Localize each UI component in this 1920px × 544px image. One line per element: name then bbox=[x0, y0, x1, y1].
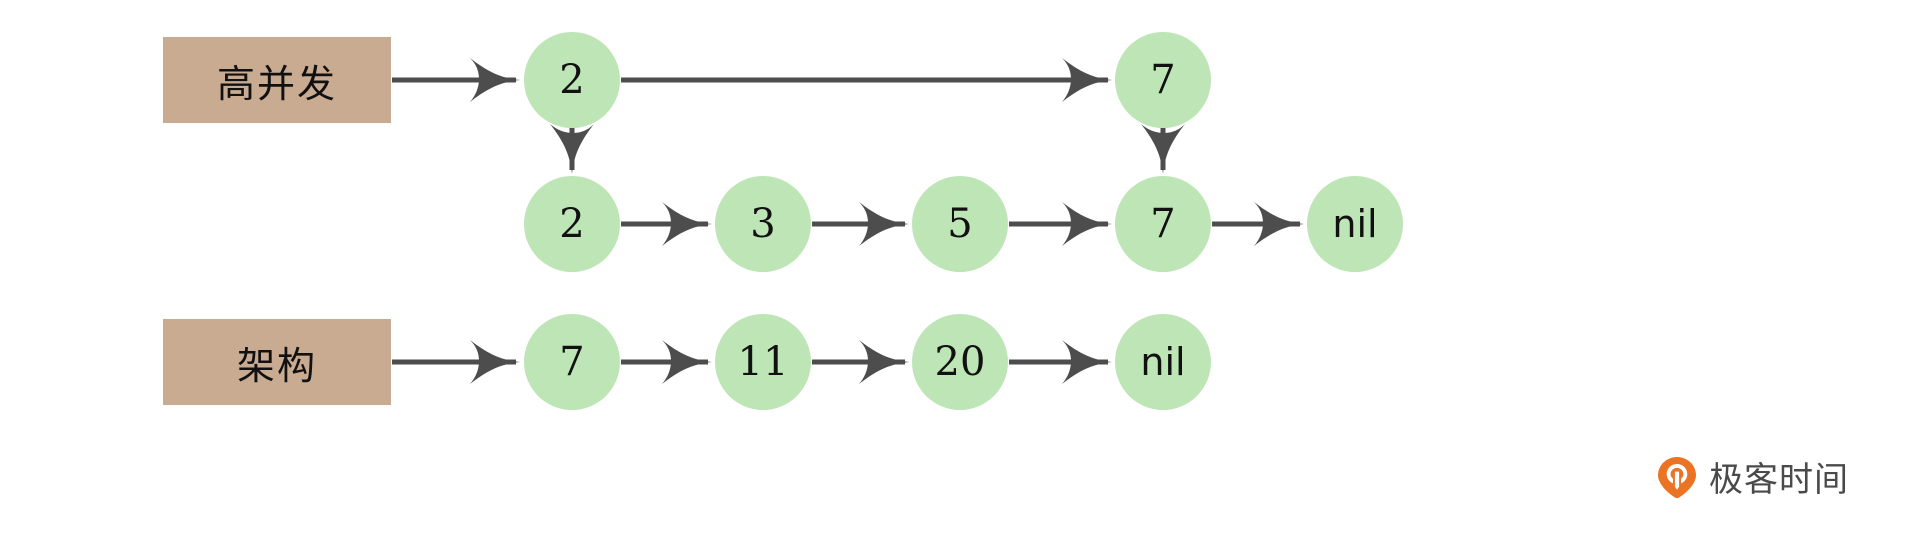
node-top-7: 7 bbox=[1115, 32, 1211, 128]
node-label: nil bbox=[1140, 340, 1186, 384]
node-label: 2 bbox=[559, 201, 585, 247]
node-bot-7: 7 bbox=[524, 314, 620, 410]
label-box-high-concurrency: 高并发 bbox=[163, 37, 391, 123]
label-box-text: 架构 bbox=[236, 343, 317, 388]
node-label: 3 bbox=[750, 201, 776, 247]
node-top-2: 2 bbox=[524, 32, 620, 128]
watermark: 极客时间 bbox=[1655, 452, 1849, 501]
node-label: 2 bbox=[559, 57, 585, 103]
node-bot-11: 11 bbox=[715, 314, 811, 410]
node-label: 11 bbox=[737, 339, 789, 385]
node-mid-3: 3 bbox=[715, 176, 811, 272]
node-mid-5: 5 bbox=[912, 176, 1008, 272]
node-mid-nil: nil bbox=[1307, 176, 1403, 272]
location-pin-icon bbox=[1658, 456, 1696, 498]
node-bot-20: 20 bbox=[912, 314, 1008, 410]
node-mid-7: 7 bbox=[1115, 176, 1211, 272]
node-label: 7 bbox=[1150, 57, 1176, 103]
label-box-architecture: 架构 bbox=[163, 319, 391, 405]
node-mid-2: 2 bbox=[524, 176, 620, 272]
watermark-text: 极客时间 bbox=[1709, 460, 1849, 500]
node-label: 7 bbox=[1150, 201, 1176, 247]
node-label: nil bbox=[1332, 202, 1378, 246]
label-box-text: 高并发 bbox=[216, 61, 337, 106]
node-bot-nil: nil bbox=[1115, 314, 1211, 410]
node-label: 20 bbox=[934, 339, 986, 385]
node-label: 5 bbox=[947, 201, 973, 247]
node-label: 7 bbox=[559, 339, 585, 385]
